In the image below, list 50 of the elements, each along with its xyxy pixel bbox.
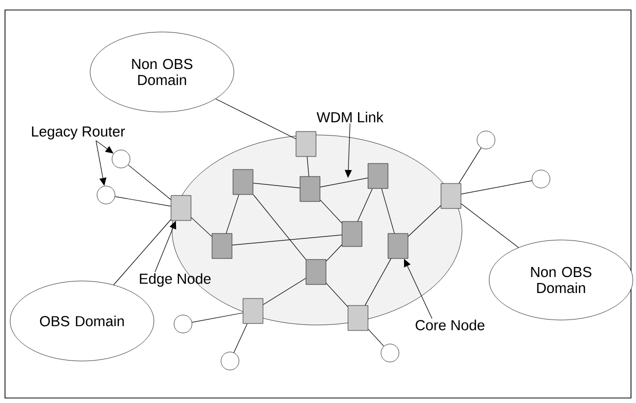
core-node-box <box>342 221 362 247</box>
link-line <box>381 188 395 234</box>
link-line <box>262 278 306 305</box>
annotation-label: WDM Link <box>316 112 384 122</box>
link-line <box>458 148 482 184</box>
link-line <box>460 203 519 248</box>
link-line <box>192 312 244 323</box>
core-node-box <box>388 233 408 259</box>
link-line <box>114 196 172 207</box>
link-line <box>326 244 342 262</box>
link-line <box>190 217 212 237</box>
core-node-box <box>232 169 254 195</box>
leader-arrow <box>344 123 352 178</box>
link-line <box>128 164 172 200</box>
annotation-label: Legacy Router <box>32 126 125 140</box>
edge-node-box <box>296 131 316 157</box>
core-node-box <box>212 233 232 259</box>
router-circle <box>96 186 116 204</box>
edge-node-box <box>348 305 368 331</box>
link-line <box>320 178 368 188</box>
edge-node-box <box>170 195 192 221</box>
router-circle <box>174 314 192 334</box>
link-line <box>252 194 306 260</box>
edge-node-box <box>242 298 264 324</box>
router-circle <box>476 130 496 150</box>
core-node-box <box>368 163 388 189</box>
link-line <box>226 194 240 234</box>
link-line <box>113 219 172 286</box>
router-circle <box>220 352 240 370</box>
annotation-label: Core Node <box>416 320 484 330</box>
link-line <box>364 258 392 306</box>
link-line <box>234 323 248 353</box>
edge-node-box <box>440 183 462 209</box>
link-line <box>460 180 532 194</box>
router-circle <box>380 344 400 362</box>
link-line <box>408 205 442 237</box>
core-node-box <box>306 259 326 285</box>
link-line <box>357 188 373 222</box>
link-line <box>306 156 310 177</box>
leader-arrow <box>96 140 106 186</box>
node-label: Non OBS Domain <box>531 266 592 294</box>
router-circle <box>532 170 550 188</box>
link-line <box>326 282 348 308</box>
link-line <box>320 200 342 224</box>
core-node-box <box>300 176 320 202</box>
link-line <box>368 328 384 346</box>
router-circle <box>112 150 130 168</box>
link-line <box>252 182 300 188</box>
link-line <box>232 234 342 246</box>
link-line <box>215 98 296 140</box>
